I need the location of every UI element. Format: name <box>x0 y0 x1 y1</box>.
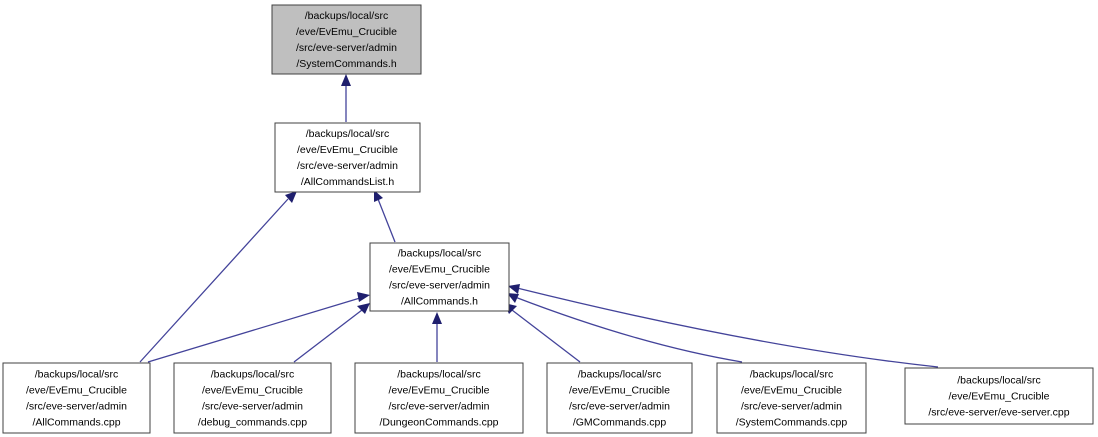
node-label-line: /SystemCommands.h <box>296 58 397 70</box>
node-label-line: /debug_commands.cpp <box>198 416 307 428</box>
edge-line <box>516 287 939 368</box>
node-label-line: /backups/local/src <box>211 368 294 380</box>
node-box[interactable] <box>173 362 332 434</box>
node-box[interactable] <box>546 362 693 434</box>
node-label-line: /eve/EvEmu_Crucible <box>296 26 397 38</box>
node-dungeon_commands_cpp[interactable]: /backups/local/src/eve/EvEmu_Crucible/sr… <box>354 362 524 434</box>
node-label-line: /eve/EvEmu_Crucible <box>569 384 670 396</box>
node-label-line: /backups/local/src <box>957 374 1040 386</box>
node-all_commands_h[interactable]: /backups/local/src/eve/EvEmu_Crucible/sr… <box>369 242 510 312</box>
node-label-line: /src/eve-server/admin <box>297 160 398 172</box>
node-system_commands_h[interactable]: /backups/local/src/eve/EvEmu_Crucible/sr… <box>271 4 422 75</box>
node-system_commands_cpp[interactable]: /backups/local/src/eve/EvEmu_Crucible/sr… <box>716 362 867 434</box>
arrowhead-icon <box>374 190 383 202</box>
node-label-line: /backups/local/src <box>35 368 118 380</box>
node-all_commands_cpp[interactable]: /backups/local/src/eve/EvEmu_Crucible/sr… <box>2 362 151 434</box>
node-box[interactable] <box>716 362 867 434</box>
node-label-line: /AllCommands.h <box>401 295 478 307</box>
edge-all_commands_cpp-to-all_commands_list_h <box>139 191 297 363</box>
edge-dungeon_commands_cpp-to-all_commands_h <box>432 312 442 362</box>
edge-line <box>293 309 363 363</box>
edge-line <box>139 198 289 363</box>
node-label-line: /SystemCommands.cpp <box>736 416 848 428</box>
node-label-line: /src/eve-server/admin <box>741 400 842 412</box>
node-label-line: /src/eve-server/admin <box>202 400 303 412</box>
node-label-line: /eve/EvEmu_Crucible <box>26 384 127 396</box>
arrowhead-icon <box>507 293 519 303</box>
edge-line <box>511 309 581 363</box>
node-label-line: /src/eve-server/admin <box>569 400 670 412</box>
arrowhead-icon <box>341 74 351 86</box>
arrowhead-icon <box>285 191 297 203</box>
node-label-line: /DungeonCommands.cpp <box>379 416 498 428</box>
node-gm_commands_cpp[interactable]: /backups/local/src/eve/EvEmu_Crucible/sr… <box>546 362 693 434</box>
edge-all_commands_h-to-all_commands_list_h <box>374 190 396 243</box>
node-label-line: /backups/local/src <box>578 368 661 380</box>
node-label-line: /backups/local/src <box>750 368 833 380</box>
node-box[interactable] <box>904 367 1094 425</box>
edge-all_commands_cpp-to-all_commands_h <box>147 292 370 363</box>
edge-all_commands_list_h-to-system_commands_h <box>341 74 351 122</box>
node-eve_server_cpp[interactable]: /backups/local/src/eve/EvEmu_Crucible/sr… <box>904 367 1094 425</box>
node-label-line: /backups/local/src <box>305 10 388 22</box>
node-label-line: /eve/EvEmu_Crucible <box>389 263 490 275</box>
node-label-line: /eve/EvEmu_Crucible <box>202 384 303 396</box>
edge-line <box>147 297 361 363</box>
node-label-line: /eve/EvEmu_Crucible <box>949 390 1050 402</box>
node-box[interactable] <box>354 362 524 434</box>
edge-debug_commands_cpp-to-all_commands_h <box>293 303 370 363</box>
arrowhead-icon <box>508 284 520 294</box>
edge-line <box>514 296 743 363</box>
edges-layer <box>139 74 939 368</box>
arrowhead-icon <box>432 312 442 324</box>
nodes-layer: /backups/local/src/eve/EvEmu_Crucible/sr… <box>2 4 1094 434</box>
node-box[interactable] <box>369 242 510 312</box>
arrowhead-icon <box>357 292 370 302</box>
node-label-line: /eve/EvEmu_Crucible <box>297 144 398 156</box>
node-label-line: /src/eve-server/admin <box>296 42 397 54</box>
node-box[interactable] <box>2 362 151 434</box>
node-label-line: /src/eve-server/admin <box>26 400 127 412</box>
node-label-line: /backups/local/src <box>306 128 389 140</box>
node-all_commands_list_h[interactable]: /backups/local/src/eve/EvEmu_Crucible/sr… <box>274 122 421 193</box>
node-label-line: /src/eve-server/eve-server.cpp <box>928 406 1069 418</box>
edge-line <box>377 198 396 243</box>
node-debug_commands_cpp[interactable]: /backups/local/src/eve/EvEmu_Crucible/sr… <box>173 362 332 434</box>
node-label-line: /src/eve-server/admin <box>389 279 490 291</box>
edge-system_commands_cpp-to-all_commands_h <box>507 293 743 363</box>
node-label-line: /eve/EvEmu_Crucible <box>389 384 490 396</box>
node-label-line: /AllCommandsList.h <box>301 176 395 188</box>
node-label-line: /eve/EvEmu_Crucible <box>741 384 842 396</box>
edge-eve_server_cpp-to-all_commands_h <box>508 284 939 368</box>
node-box[interactable] <box>274 122 421 193</box>
edge-gm_commands_cpp-to-all_commands_h <box>504 303 581 363</box>
node-label-line: /GMCommands.cpp <box>573 416 667 428</box>
node-label-line: /backups/local/src <box>397 368 480 380</box>
node-label-line: /AllCommands.cpp <box>32 416 120 428</box>
node-box[interactable] <box>271 4 422 75</box>
node-label-line: /src/eve-server/admin <box>389 400 490 412</box>
node-label-line: /backups/local/src <box>398 247 481 259</box>
arrowhead-icon <box>357 303 370 314</box>
